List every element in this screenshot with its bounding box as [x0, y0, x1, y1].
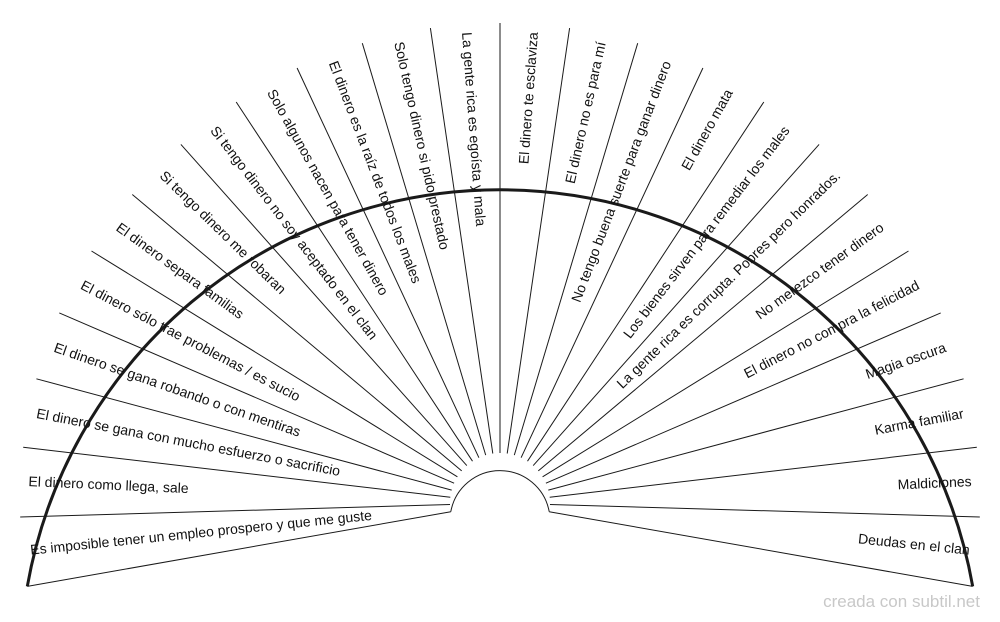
segment-divider	[20, 504, 451, 518]
segment-divider	[235, 101, 473, 462]
segment-label: La gente rica es egoísta y mala	[459, 32, 489, 227]
segment-divider	[59, 312, 455, 484]
segment-divider	[545, 312, 941, 484]
segment-label: Deudas en el clan	[857, 530, 970, 557]
segment-divider	[549, 446, 977, 498]
segment-divider	[520, 67, 704, 458]
segment-divider	[91, 250, 458, 478]
outer-arc	[25, 188, 975, 587]
segment-divider	[131, 194, 463, 472]
segment-label: Magia oscura	[863, 339, 948, 382]
segment-divider	[527, 101, 765, 462]
segment-label: El dinero mata	[678, 86, 736, 173]
segment-divider	[513, 43, 639, 456]
segment-divider	[549, 511, 973, 587]
inner-hub	[450, 470, 550, 512]
segment-divider	[23, 446, 451, 498]
segment-divider	[180, 144, 468, 466]
segment-divider	[549, 504, 980, 518]
segment-label: El dinero como llega, sale	[28, 473, 189, 496]
segment-divider	[506, 28, 571, 454]
segment-label: El dinero te esclaviza	[515, 31, 541, 164]
segment-label: Maldiciones	[897, 473, 972, 492]
segment-divider	[361, 43, 487, 456]
segment-divider	[296, 67, 480, 458]
segment-divider	[27, 511, 451, 587]
segment-label: El dinero se gana con mucho esfuerzo o s…	[35, 405, 342, 479]
segment-divider	[532, 144, 820, 466]
segment-label: Es imposible tener un empleo prospero y …	[29, 507, 372, 558]
segment-divider	[429, 28, 494, 454]
segment-divider	[537, 194, 869, 472]
credit-text: creada con subtil.net	[823, 592, 980, 611]
segment-dividers	[20, 23, 980, 587]
segment-divider	[542, 250, 909, 478]
